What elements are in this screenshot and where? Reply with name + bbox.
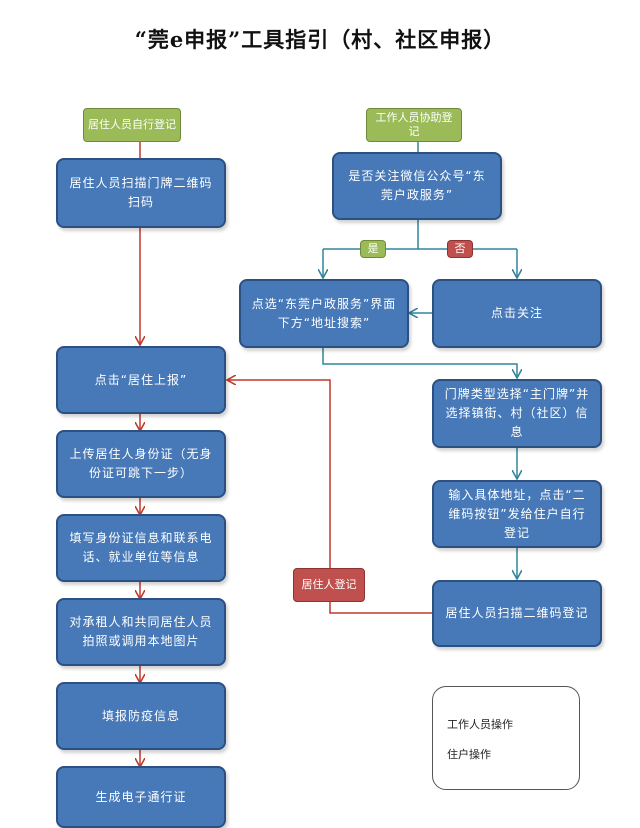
step-click-follow: 点击关注 — [432, 279, 602, 348]
legend-staff-label: 工作人员操作 — [447, 718, 513, 731]
step-click-residence-report: 点击“居住上报” — [56, 346, 226, 414]
no-tag: 否 — [447, 240, 473, 258]
step-upload-id-card: 上传居住人身份证（无身份证可跳下一步） — [56, 430, 226, 498]
arrow-select-to-type — [322, 348, 517, 377]
page-title: “莞e申报”工具指引（村、社区申报） — [134, 27, 506, 52]
step-input-address: 输入具体地址，点击“二维码按钮”发给住户自行登记 — [432, 480, 602, 548]
staff-start-tag: 工作人员协助登记 — [366, 108, 462, 142]
step-epidemic-info: 填报防疫信息 — [56, 682, 226, 750]
yes-tag: 是 — [360, 240, 386, 258]
resident-start-tag: 居住人员自行登记 — [83, 108, 181, 142]
step-choose-doorplate-type: 门牌类型选择“主门牌”并选择镇街、村（社区）信息 — [432, 379, 602, 448]
step-select-service: 点选“东莞户政服务”界面下方“地址搜索” — [239, 279, 409, 348]
step-followed-question: 是否关注微信公众号“东莞户政服务” — [332, 152, 502, 220]
step-resident-scan-doorplate: 居住人员扫描门牌二维码扫码 — [56, 158, 226, 228]
step-fill-info: 填写身份证信息和联系电话、就业单位等信息 — [56, 514, 226, 582]
legend-resident-label: 住户操作 — [447, 748, 491, 761]
step-resident-scan-qr: 居住人员扫描二维码登记 — [432, 580, 602, 647]
resident-register-tag: 居住人登记 — [293, 568, 365, 602]
arrow-question-split — [323, 220, 517, 250]
step-take-photos: 对承租人和共同居住人员拍照或调用本地图片 — [56, 598, 226, 666]
legend: 工作人员操作 住户操作 — [432, 686, 580, 790]
arrow-resident-loop — [228, 380, 432, 614]
step-generate-pass: 生成电子通行证 — [56, 766, 226, 828]
